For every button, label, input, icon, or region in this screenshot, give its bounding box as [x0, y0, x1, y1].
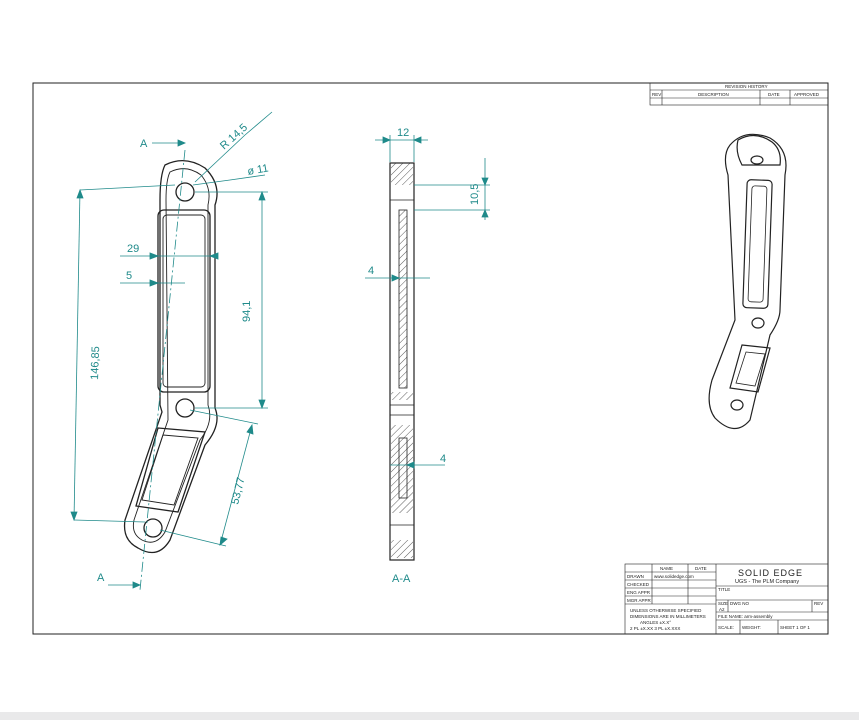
- section-top-hatch: [391, 163, 413, 185]
- lower-length-dimension: 53,77: [229, 476, 247, 506]
- dwg-no-label: DWG NO: [730, 601, 749, 606]
- top-hole: [175, 182, 195, 202]
- front-dimensions: [70, 111, 273, 589]
- size-label: SIZE: [718, 601, 728, 606]
- part-outline: [123, 160, 218, 554]
- rev-col-rev: REV: [652, 92, 661, 97]
- iso-lower-slot-inner: [735, 351, 766, 387]
- rev-label: REV: [814, 601, 823, 606]
- center-line: [139, 149, 186, 591]
- drawn-name: www.solidedge.com: [654, 574, 694, 579]
- note-line-3: ANGLES ±X.X°: [640, 620, 671, 625]
- section-bottom-hatch: [391, 540, 413, 558]
- section-dimensions: [365, 135, 490, 469]
- note-line-1: UNLESS OTHERWISE SPECIFIED: [630, 608, 702, 613]
- iso-middle-hole: [751, 317, 765, 329]
- row-drawn: DRAWN: [627, 574, 644, 579]
- file-name: FILE NAME: arm-assembly: [718, 614, 773, 619]
- isometric-view: [708, 133, 787, 430]
- row-checked: CHECKED: [627, 582, 650, 587]
- title-block: [624, 563, 829, 635]
- revision-header: REVISION HISTORY: [725, 84, 768, 89]
- iso-upper-slot-inner: [747, 185, 768, 303]
- bottom-bar: [0, 712, 859, 720]
- web-thickness-upper: 4: [368, 265, 374, 277]
- section-lower-hatch: [391, 425, 413, 513]
- web-thickness-lower: 4: [440, 453, 446, 465]
- revision-table: [649, 82, 829, 106]
- part-fillet-line: [132, 168, 211, 543]
- row-eng-appr: ENG APPR: [627, 590, 651, 595]
- rev-col-description: DESCRIPTION: [698, 92, 729, 97]
- section-view: [389, 162, 415, 561]
- note-line-4: 2 PL ±X.XX 3 PL ±X.XXX: [630, 626, 680, 631]
- upper-slot: [157, 209, 211, 393]
- slot-length-dimension: 94,1: [241, 301, 253, 322]
- thickness-dimension: 12: [397, 127, 409, 139]
- note-line-2: DIMENSIONS ARE IN MILLIMETERS: [630, 614, 706, 619]
- bottom-hole: [143, 518, 163, 538]
- section-web-upper: [398, 209, 408, 389]
- iso-lower-slot: [729, 344, 771, 393]
- section-mark-bottom: A: [97, 572, 105, 584]
- title-block-text: SOLID EDGE UGS - The PLM Company NAME DA…: [627, 566, 823, 631]
- iso-top-face: [736, 134, 781, 166]
- rev-col-date: DATE: [768, 92, 780, 97]
- company-subtitle: UGS - The PLM Company: [735, 579, 799, 585]
- wall-width-dimension: 5: [126, 270, 132, 282]
- hole-depth-dimension: 10,5: [469, 184, 481, 205]
- section-label: A-A: [392, 573, 411, 585]
- slot-width-dimension: 29: [127, 243, 139, 255]
- section-mark-top: A: [140, 138, 148, 150]
- col-date: DATE: [695, 566, 707, 571]
- section-mid-hatch: [391, 392, 413, 400]
- sheet-label: SHEET 1 OF 1: [780, 625, 810, 630]
- upper-slot-inner: [162, 214, 206, 388]
- title-label: TITLE: [718, 587, 730, 592]
- iso-upper-slot: [742, 179, 773, 309]
- iso-outline: [708, 133, 787, 430]
- hole-diameter-dimension: ø 11: [246, 162, 269, 177]
- size-value: A2: [719, 607, 725, 612]
- radius-dimension: R 14,5: [218, 122, 250, 153]
- lower-slot-inner: [141, 434, 199, 506]
- revision-table-text: REVISION HISTORY REV DESCRIPTION DATE AP…: [652, 84, 820, 97]
- iso-bottom-hole: [730, 399, 744, 411]
- sheet-border: [32, 82, 829, 635]
- company-name: SOLID EDGE: [738, 568, 803, 578]
- middle-hole: [175, 398, 195, 418]
- section-web-lower: [398, 437, 408, 499]
- lower-slot: [135, 427, 206, 513]
- iso-top-hole: [750, 155, 764, 165]
- rev-col-approved: APPROVED: [794, 92, 820, 97]
- scale-label: SCALE:: [718, 625, 734, 630]
- weight-label: WEIGHT:: [742, 625, 761, 630]
- front-view: [123, 160, 218, 554]
- row-mgr-appr: MGR APPR: [627, 598, 652, 603]
- overall-length-dimension: 146,85: [89, 346, 102, 380]
- section-dim-labels: 12 10,5 4 4 A-A: [368, 127, 481, 585]
- col-name: NAME: [660, 566, 673, 571]
